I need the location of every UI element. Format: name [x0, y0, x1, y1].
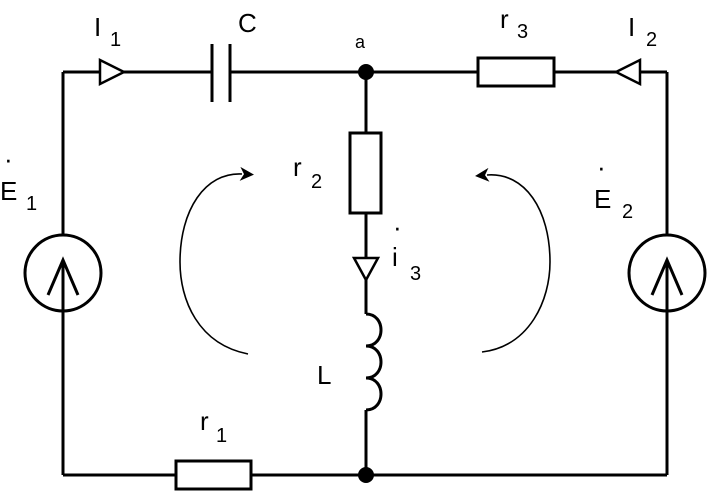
label-r2-main: r: [293, 152, 302, 182]
capacitor-c: [210, 44, 232, 102]
label-e1-main: E: [0, 176, 17, 206]
label-r1-main: r: [200, 406, 209, 436]
label-r2-sub: 2: [311, 171, 322, 193]
current-arrow-i1: [98, 57, 127, 87]
label-r3-main: r: [500, 4, 509, 34]
label-e2-sub: 2: [622, 201, 633, 223]
loop-arrow-right: [475, 167, 551, 353]
inductor-l: [365, 312, 383, 412]
label-inductor: L: [317, 360, 331, 390]
label-i2-sub: 2: [646, 29, 657, 51]
label-i1-main: I: [94, 12, 101, 42]
resistor-r1: [174, 459, 253, 491]
node-a-dot: [358, 64, 374, 80]
loop-arrow-left: [179, 166, 254, 355]
voltage-source-e1: [23, 233, 103, 313]
resistor-r3: [476, 56, 556, 88]
current-arrow-i2: [613, 57, 642, 87]
current-arrow-i3: [351, 256, 381, 283]
label-i3-main: i: [392, 242, 398, 272]
node-bottom-dot: [358, 467, 374, 483]
label-i2-main: I: [628, 12, 635, 42]
label-e2-main: E: [594, 184, 611, 214]
label-i1-sub: 1: [110, 29, 121, 51]
label-e1-sub: 1: [26, 193, 37, 215]
voltage-source-e2: [627, 233, 707, 313]
label-r1-sub: 1: [216, 425, 227, 447]
label-capacitor: C: [238, 8, 257, 38]
wires: [61, 70, 669, 477]
label-r3-sub: 3: [517, 21, 528, 43]
label-e2-dot: ·: [597, 152, 606, 182]
label-i3-dot: ·: [393, 212, 402, 242]
resistor-r2: [348, 131, 383, 215]
label-node-a: a: [355, 32, 366, 52]
label-i3-sub: 3: [410, 263, 421, 285]
label-e1-dot: ·: [4, 144, 13, 174]
